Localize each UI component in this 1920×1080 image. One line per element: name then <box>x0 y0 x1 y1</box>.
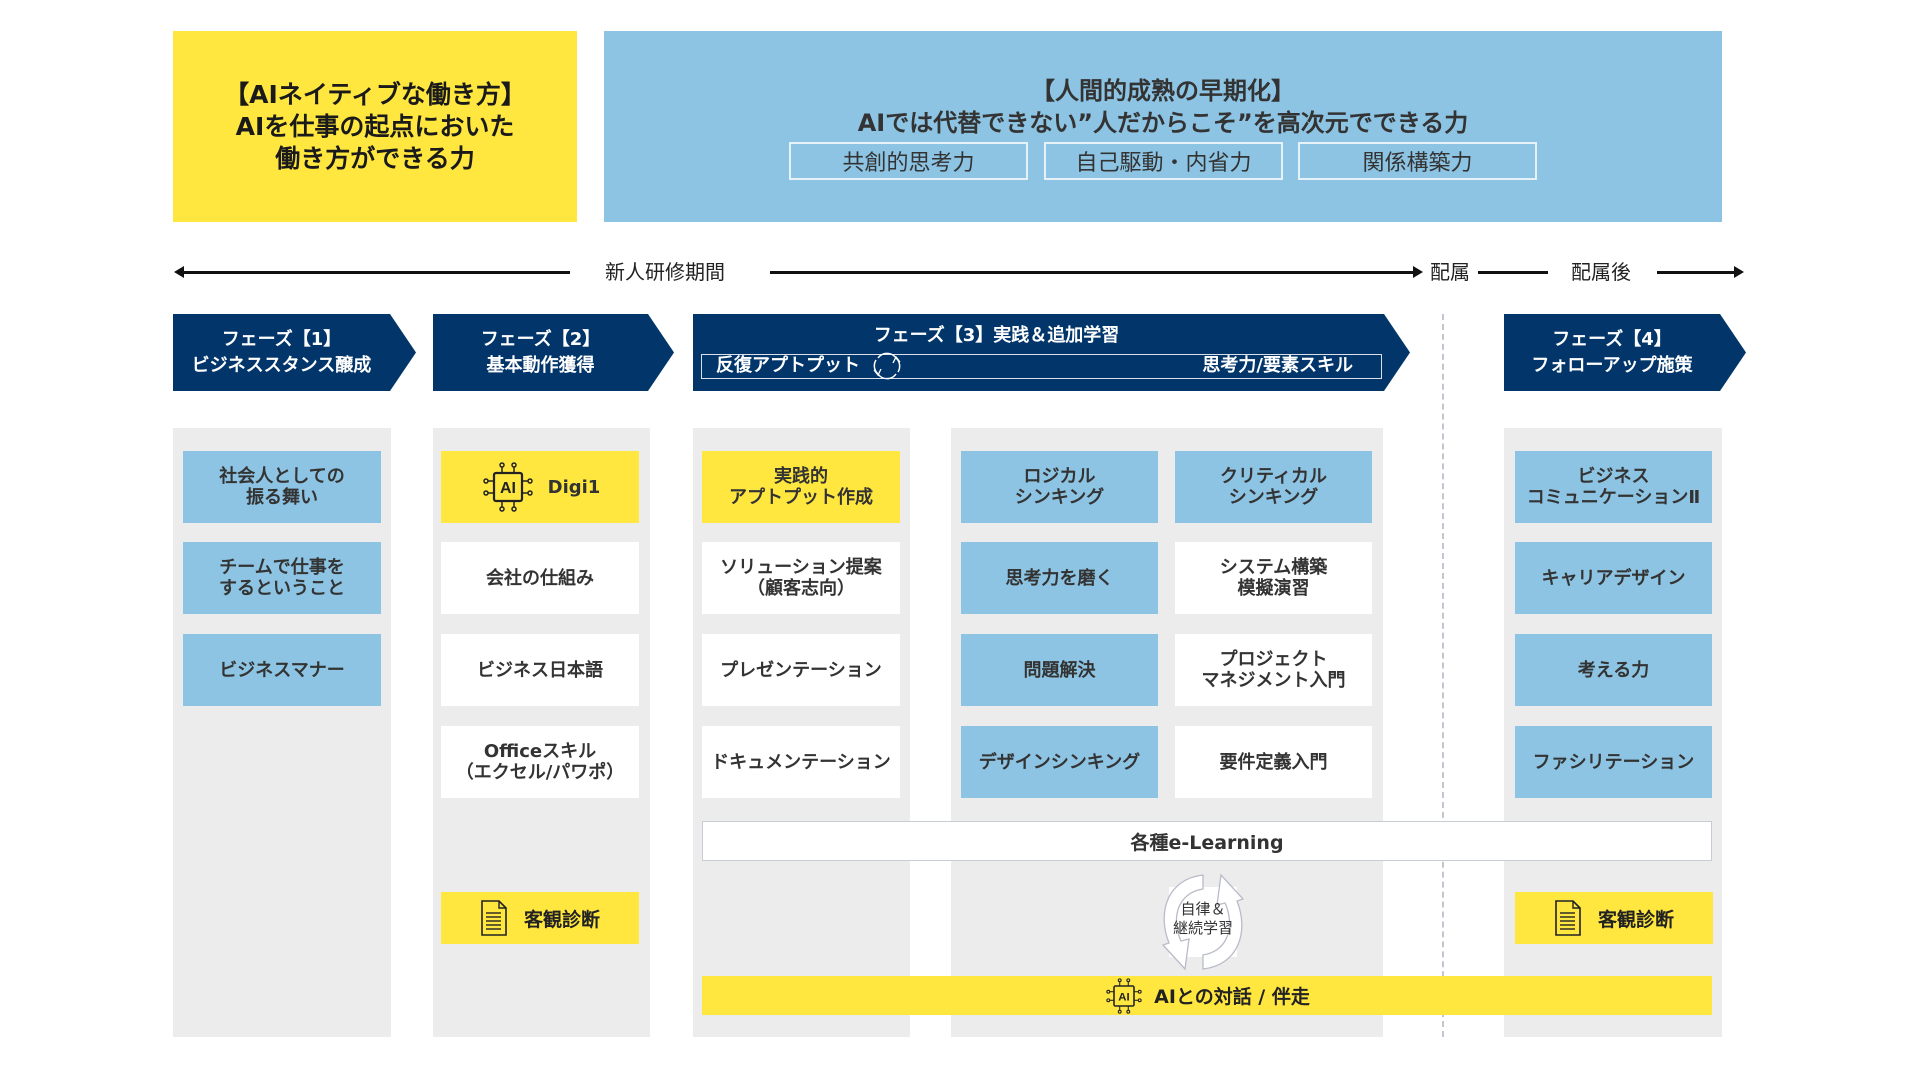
cycle-label: 自律＆ 継続学習 <box>1172 900 1233 937</box>
arrow-right-icon <box>1734 266 1744 278</box>
course-card[interactable]: システム構築 模擬演習 <box>1175 542 1372 614</box>
course-card[interactable]: プロジェクト マネジメント入門 <box>1175 634 1372 706</box>
phase-1-header: フェーズ【1】 ビジネススタンス醸成 <box>173 314 416 391</box>
phase-3-title: フェーズ【3】実践＆追加学習 <box>873 325 1120 346</box>
goal-ai-native-box: 【AIネイティブな働き方】 AIを仕事の起点においた 働き方ができる力 <box>173 31 577 222</box>
phase-4-header: フェーズ【4】 フォローアップ施策 <box>1504 314 1746 391</box>
course-card[interactable]: 会社の仕組み <box>441 542 639 614</box>
document-icon <box>1555 900 1581 936</box>
cycle-arrows-icon <box>1161 873 1245 971</box>
phase-3-right-label: 思考力/要素スキル <box>1202 355 1353 376</box>
timeline-post-assignment-label: 配属後 <box>1571 260 1631 284</box>
course-card[interactable]: 社会人としての 振る舞い <box>183 451 381 523</box>
phase-2-subtitle: 基本動作獲得 <box>486 354 595 376</box>
skill-box-self-drive: 自己駆動・内省力 <box>1044 142 1283 180</box>
course-card[interactable]: ビジネスマナー <box>183 634 381 706</box>
phase-4-subtitle: フォローアップ施策 <box>1531 354 1693 376</box>
assessment-label: 客観診断 <box>523 908 600 931</box>
svg-text:AI: AI <box>500 480 516 497</box>
arrow-right-icon <box>1413 266 1423 278</box>
assessment-box-phase-2[interactable]: 客観診断 <box>441 892 639 944</box>
phase-2-header: フェーズ【2】 基本動作獲得 <box>433 314 674 391</box>
course-card[interactable]: 考える力 <box>1515 634 1712 706</box>
goal-human-maturity-heading: 【人間的成熟の早期化】 AIでは代替できない”人だからこそ”を高次元でできる力 <box>604 75 1722 139</box>
goal-ai-native-line-3: 働き方ができる力 <box>275 143 475 173</box>
goal-ai-native-line-1: 【AIネイティブな働き方】 <box>224 79 526 109</box>
phase-2-title: フェーズ【2】 <box>480 328 601 350</box>
course-card[interactable]: 要件定義入門 <box>1175 726 1372 798</box>
goal-ai-native-line-2: AIを仕事の起点においた <box>235 111 515 141</box>
course-card[interactable]: ソリューション提案 （顧客志向） <box>702 542 900 614</box>
course-card-label: Digi1 <box>547 476 601 498</box>
timeline-assignment-label: 配属 <box>1430 260 1470 284</box>
course-card[interactable]: ロジカル シンキング <box>961 451 1158 523</box>
ai-chip-icon: AI <box>1106 977 1142 1014</box>
ai-companion-bar[interactable]: AI AIとの対話 / 伴走 <box>702 976 1712 1015</box>
course-card[interactable]: Officeスキル （エクセル/パワポ） <box>441 726 639 798</box>
phase-1-title: フェーズ【1】 <box>221 328 342 350</box>
elearning-bar[interactable]: 各種e-Learning <box>702 821 1712 861</box>
skill-box-relationship-building: 関係構築力 <box>1298 142 1537 180</box>
phase-1-subtitle: ビジネススタンス醸成 <box>191 354 372 376</box>
goal-human-maturity-box: 【人間的成熟の早期化】 AIでは代替できない”人だからこそ”を高次元でできる力 <box>604 31 1722 222</box>
course-card[interactable]: デザインシンキング <box>961 726 1158 798</box>
goal-human-maturity-title: 【人間的成熟の早期化】 <box>1031 77 1295 105</box>
skill-box-cocreative-thinking: 共創的思考力 <box>789 142 1028 180</box>
assignment-divider <box>1442 314 1444 1037</box>
course-card[interactable]: キャリアデザイン <box>1515 542 1712 614</box>
assessment-box-phase-4[interactable]: 客観診断 <box>1515 892 1713 944</box>
course-card[interactable]: 実践的 アプトプット作成 <box>702 451 900 523</box>
course-card[interactable]: 思考力を磨く <box>961 542 1158 614</box>
arrow-left-icon <box>174 266 184 278</box>
timeline-training-period-label: 新人研修期間 <box>605 260 725 284</box>
course-card[interactable]: ビジネス コミュニケーションⅡ <box>1515 451 1712 523</box>
course-card[interactable]: ドキュメンテーション <box>702 726 900 798</box>
svg-text:AI: AI <box>1118 991 1129 1003</box>
phase-4-title: フェーズ【4】 <box>1552 328 1672 350</box>
timeline-line <box>182 271 570 274</box>
course-card[interactable]: チームで仕事を するということ <box>183 542 381 614</box>
course-card-digi1[interactable]: AI Digi1 <box>441 451 639 523</box>
phase-1-column <box>173 428 391 1037</box>
course-card[interactable]: 問題解決 <box>961 634 1158 706</box>
assessment-label: 客観診断 <box>1597 908 1674 931</box>
course-card[interactable]: ビジネス日本語 <box>441 634 639 706</box>
phase-3-inner-box: 反復アプトプット 思考力/要素スキル <box>701 352 1382 380</box>
course-card[interactable]: クリティカル シンキング <box>1175 451 1372 523</box>
ai-companion-label: AIとの対話 / 伴走 <box>1154 986 1310 1008</box>
phase-3-left-label: 反復アプトプット <box>716 355 860 376</box>
timeline-line <box>1657 271 1735 274</box>
cycle-arrows-icon <box>873 352 901 380</box>
document-icon <box>481 900 507 936</box>
timeline-line <box>1478 271 1548 274</box>
course-card[interactable]: プレゼンテーション <box>702 634 900 706</box>
timeline-line <box>770 271 1415 274</box>
course-card[interactable]: ファシリテーション <box>1515 726 1712 798</box>
ai-chip-icon: AI <box>482 462 533 512</box>
goal-human-maturity-subtitle: AIでは代替できない”人だからこそ”を高次元でできる力 <box>857 109 1469 137</box>
